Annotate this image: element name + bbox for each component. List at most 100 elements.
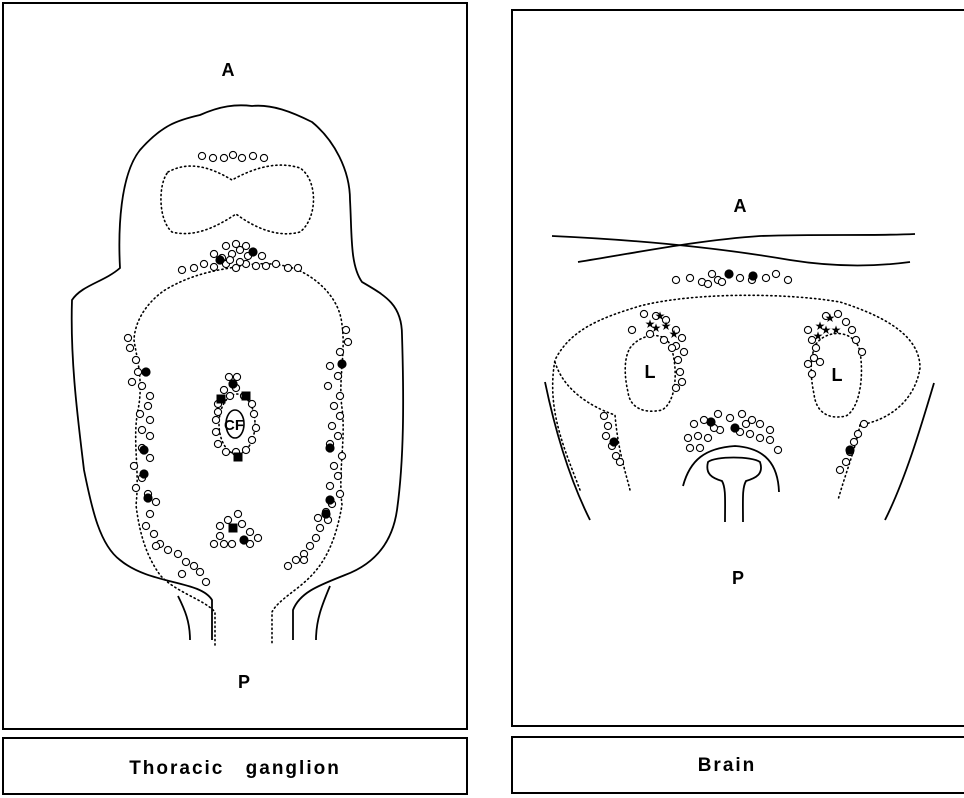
open-circle-marker xyxy=(678,378,685,385)
filled-circle-marker xyxy=(215,255,224,264)
open-circle-marker xyxy=(726,414,733,421)
open-circle-marker xyxy=(314,514,321,521)
open-circle-marker xyxy=(248,436,255,443)
open-circle-marker xyxy=(146,454,153,461)
brain-panel-frame xyxy=(512,10,964,726)
filled-square-marker xyxy=(242,392,251,401)
open-circle-marker xyxy=(804,360,811,367)
open-circle-marker xyxy=(242,242,249,249)
open-circle-marker xyxy=(336,392,343,399)
open-circle-marker xyxy=(334,372,341,379)
filled-circle-marker xyxy=(321,509,330,518)
open-circle-marker xyxy=(212,428,219,435)
filled-circle-marker xyxy=(141,367,150,376)
open-circle-marker xyxy=(238,154,245,161)
open-circle-marker xyxy=(164,546,171,553)
open-circle-marker xyxy=(242,446,249,453)
open-circle-marker xyxy=(124,334,131,341)
filled-square-marker xyxy=(234,453,243,462)
open-circle-marker xyxy=(126,344,133,351)
open-circle-marker xyxy=(250,410,257,417)
star-marker: ★ xyxy=(669,327,680,341)
open-circle-marker xyxy=(326,362,333,369)
open-circle-marker xyxy=(232,240,239,247)
open-circle-marker xyxy=(292,556,299,563)
open-circle-marker xyxy=(766,436,773,443)
filled-circle-marker xyxy=(143,493,152,502)
connective-outline-left xyxy=(178,596,190,640)
open-circle-marker xyxy=(672,276,679,283)
open-circle-marker xyxy=(852,336,859,343)
open-circle-marker xyxy=(704,434,711,441)
thoracic-ganglion-panel: Thoracic ganglion A P CF xyxy=(3,3,467,794)
open-circle-marker xyxy=(222,448,229,455)
open-circle-marker xyxy=(214,440,221,447)
filled-circle-marker xyxy=(706,417,715,426)
open-circle-marker xyxy=(344,338,351,345)
open-circle-marker xyxy=(850,438,857,445)
star-marker: ★ xyxy=(813,329,824,343)
open-circle-marker xyxy=(334,432,341,439)
brain-panel: Brain A P L L ★★★★★★★★★★ xyxy=(512,10,964,793)
open-circle-marker xyxy=(212,416,219,423)
open-circle-marker xyxy=(756,420,763,427)
open-circle-marker xyxy=(854,430,861,437)
open-circle-marker xyxy=(772,270,779,277)
open-circle-marker xyxy=(258,252,265,259)
open-circle-marker xyxy=(326,482,333,489)
open-circle-marker xyxy=(132,356,139,363)
open-circle-marker xyxy=(210,540,217,547)
open-circle-marker xyxy=(142,522,149,529)
open-circle-marker xyxy=(198,152,205,159)
open-circle-marker xyxy=(182,558,189,565)
open-circle-marker xyxy=(762,274,769,281)
open-circle-marker xyxy=(216,532,223,539)
open-circle-marker xyxy=(209,154,216,161)
open-circle-marker xyxy=(704,280,711,287)
protocerebrum-dotted xyxy=(553,295,920,490)
open-circle-marker xyxy=(808,370,815,377)
open-circle-marker xyxy=(152,498,159,505)
open-circle-marker xyxy=(774,446,781,453)
filled-circle-marker xyxy=(248,247,257,256)
open-circle-marker xyxy=(226,392,233,399)
open-circle-marker xyxy=(226,256,233,263)
open-circle-marker xyxy=(146,510,153,517)
ganglion-outline xyxy=(72,105,403,640)
open-circle-marker xyxy=(328,422,335,429)
open-circle-marker xyxy=(766,426,773,433)
brain-outline-left xyxy=(545,382,590,520)
open-circle-marker xyxy=(220,154,227,161)
open-circle-marker xyxy=(238,520,245,527)
open-circle-marker xyxy=(225,373,232,380)
brain-stalk xyxy=(683,446,779,492)
protocerebrum-dotted-left-inner xyxy=(555,362,630,490)
open-circle-marker xyxy=(660,336,667,343)
brain-posterior-label: P xyxy=(732,568,744,588)
open-circle-marker xyxy=(816,358,823,365)
open-circle-marker xyxy=(336,490,343,497)
open-circle-marker xyxy=(718,278,725,285)
open-circle-marker xyxy=(178,266,185,273)
open-circle-marker xyxy=(229,151,236,158)
open-circle-marker xyxy=(628,326,635,333)
open-circle-marker xyxy=(680,348,687,355)
open-circle-marker xyxy=(316,524,323,531)
open-circle-marker xyxy=(804,326,811,333)
filled-circle-marker xyxy=(337,359,346,368)
open-circle-marker xyxy=(284,264,291,271)
open-circle-marker xyxy=(324,382,331,389)
open-circle-marker xyxy=(842,458,849,465)
open-circle-marker xyxy=(338,452,345,459)
open-circle-marker xyxy=(246,528,253,535)
open-circle-marker xyxy=(306,542,313,549)
open-circle-marker xyxy=(200,260,207,267)
open-circle-marker xyxy=(742,420,749,427)
open-circle-marker xyxy=(146,392,153,399)
filled-circle-marker xyxy=(239,535,248,544)
open-circle-marker xyxy=(714,410,721,417)
open-circle-marker xyxy=(136,410,143,417)
brain-stalk-inner xyxy=(707,458,761,523)
open-circle-marker xyxy=(236,258,243,265)
